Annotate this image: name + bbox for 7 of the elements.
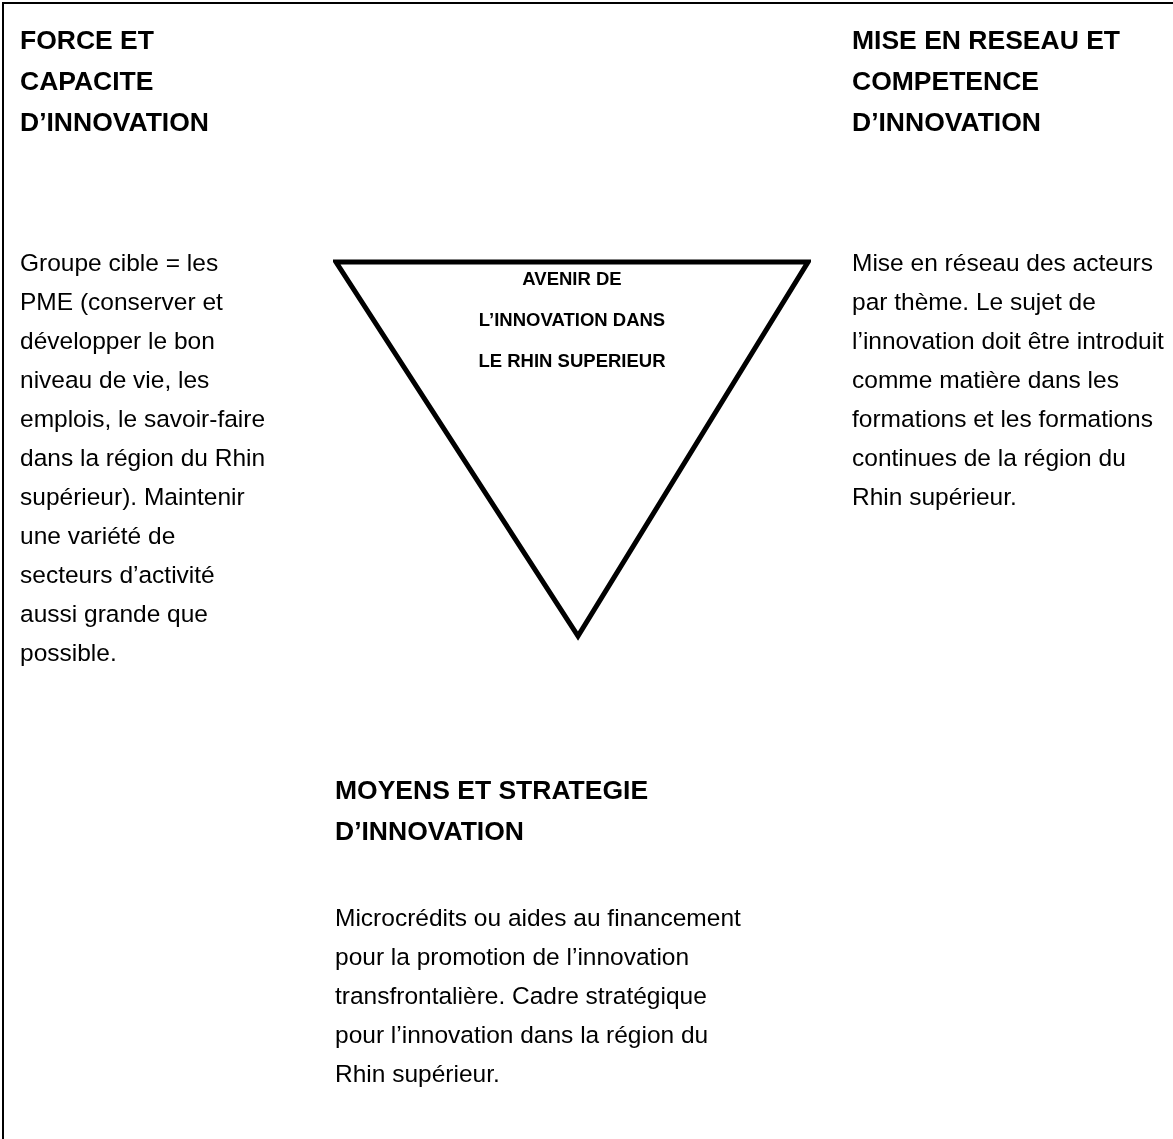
triangle-title: AVENIR DE L’INNOVATION DANS LE RHIN SUPERIEUR bbox=[477, 267, 667, 373]
paragraph: Mise en réseau des acteurs par thème. Le sujet de l’innovation doit être introduit comme matière dans les formations et les formations continues de la région du Rhin supérieur. bbox=[852, 248, 1165, 512]
section-heading: MISE EN RESEAU ET COMPETENCE D’INNOVATION bbox=[852, 24, 1121, 139]
section-heading: MOYENS ET STRATEGIE D’INNOVATION bbox=[335, 774, 650, 848]
paragraph: Microcrédits ou aides au financement pour la promotion de l’innovation transfrontalière. Cadre stratégique pour l’innovation dans la région du Rhin supérieur. bbox=[335, 903, 742, 1089]
section-heading: FORCE ET CAPACITE D’INNOVATION bbox=[20, 24, 210, 139]
paragraph: Groupe cible = les PME (conserver et développer le bon niveau de vie, les emplois, le savoir-faire dans la région du Rhin supérieur). Maintenir une variété de secteurs d’activité aussi grande que possible. bbox=[20, 248, 267, 668]
